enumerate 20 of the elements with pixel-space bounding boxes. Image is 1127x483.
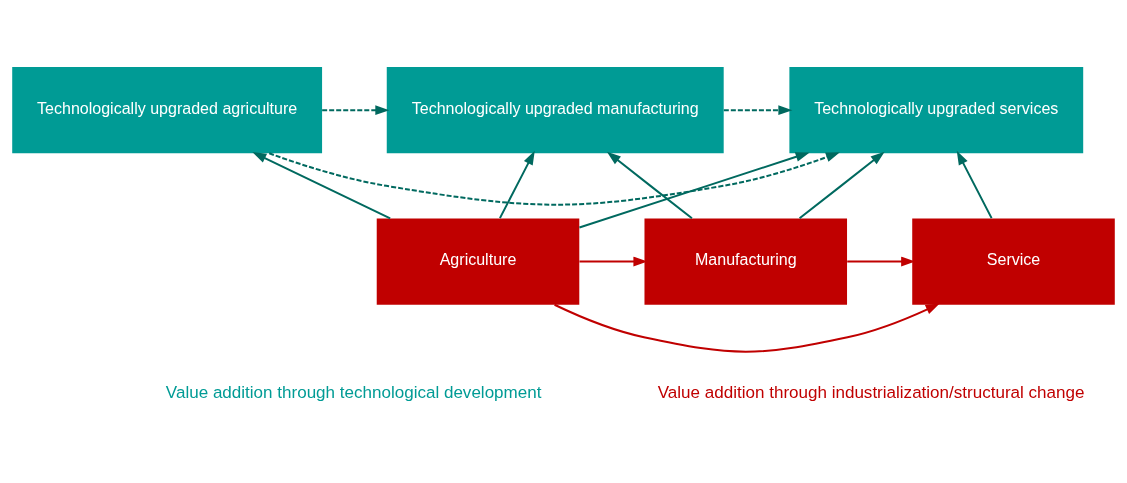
label: Value addition through technological development	[165, 382, 542, 402]
arrow	[579, 151, 810, 228]
arrow	[322, 104, 390, 115]
arrow	[606, 151, 693, 219]
arrow	[554, 302, 940, 353]
label: Value addition through industrialization/structural change	[657, 382, 1085, 402]
arrow	[956, 150, 993, 219]
arrow	[798, 151, 885, 219]
node-box: Agriculture	[376, 217, 580, 305]
node-box: Technologically upgraded agriculture	[12, 66, 323, 153]
arrow	[723, 104, 793, 115]
arrow	[579, 256, 648, 266]
arrow	[499, 150, 535, 219]
node-box: Manufacturing	[644, 217, 848, 305]
node-box: Service	[912, 217, 1115, 305]
arrow	[268, 151, 840, 206]
arrow	[847, 256, 916, 266]
node-box: Technologically upgraded services	[789, 66, 1084, 153]
node-box: Technologically upgraded manufacturing	[386, 66, 724, 153]
arrow	[252, 151, 391, 219]
